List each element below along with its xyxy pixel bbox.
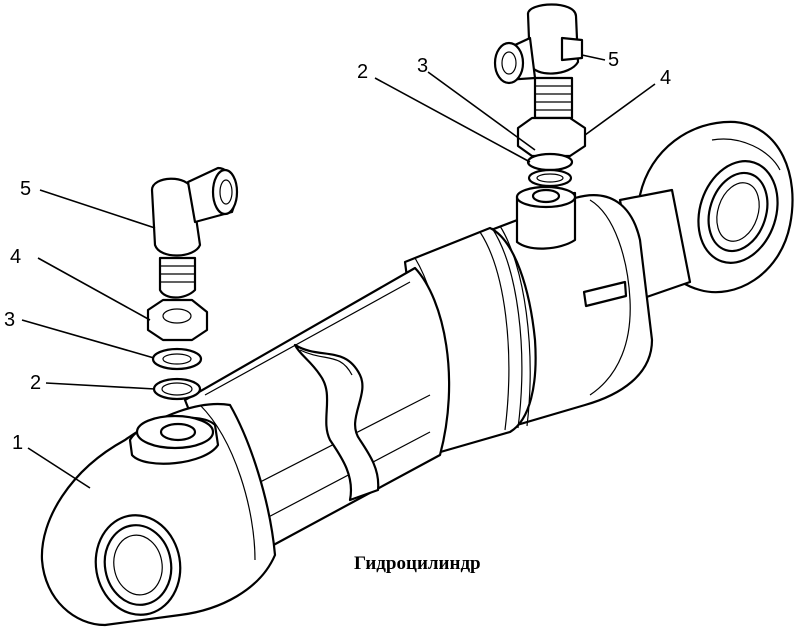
left-fitting-assembly (146, 166, 239, 401)
callout-3-left: 3 (4, 309, 15, 331)
callout-1: 1 (12, 432, 23, 454)
callout-4-left: 4 (10, 246, 21, 268)
rear-eye (40, 403, 277, 627)
callouts-right: 2 3 5 4 (357, 49, 671, 89)
callout-4-right: 4 (660, 67, 671, 89)
callouts-left: 5 4 3 2 1 (4, 178, 41, 454)
callout-2-left: 2 (30, 372, 41, 394)
callout-3-right: 3 (417, 55, 428, 77)
leader-lines (21, 54, 656, 489)
diagram-caption: Гидроцилиндр (354, 553, 481, 574)
callout-5-right: 5 (608, 49, 619, 71)
callout-2-right: 2 (357, 61, 368, 83)
callout-5-left: 5 (20, 178, 31, 200)
right-fitting-assembly (493, 3, 587, 188)
